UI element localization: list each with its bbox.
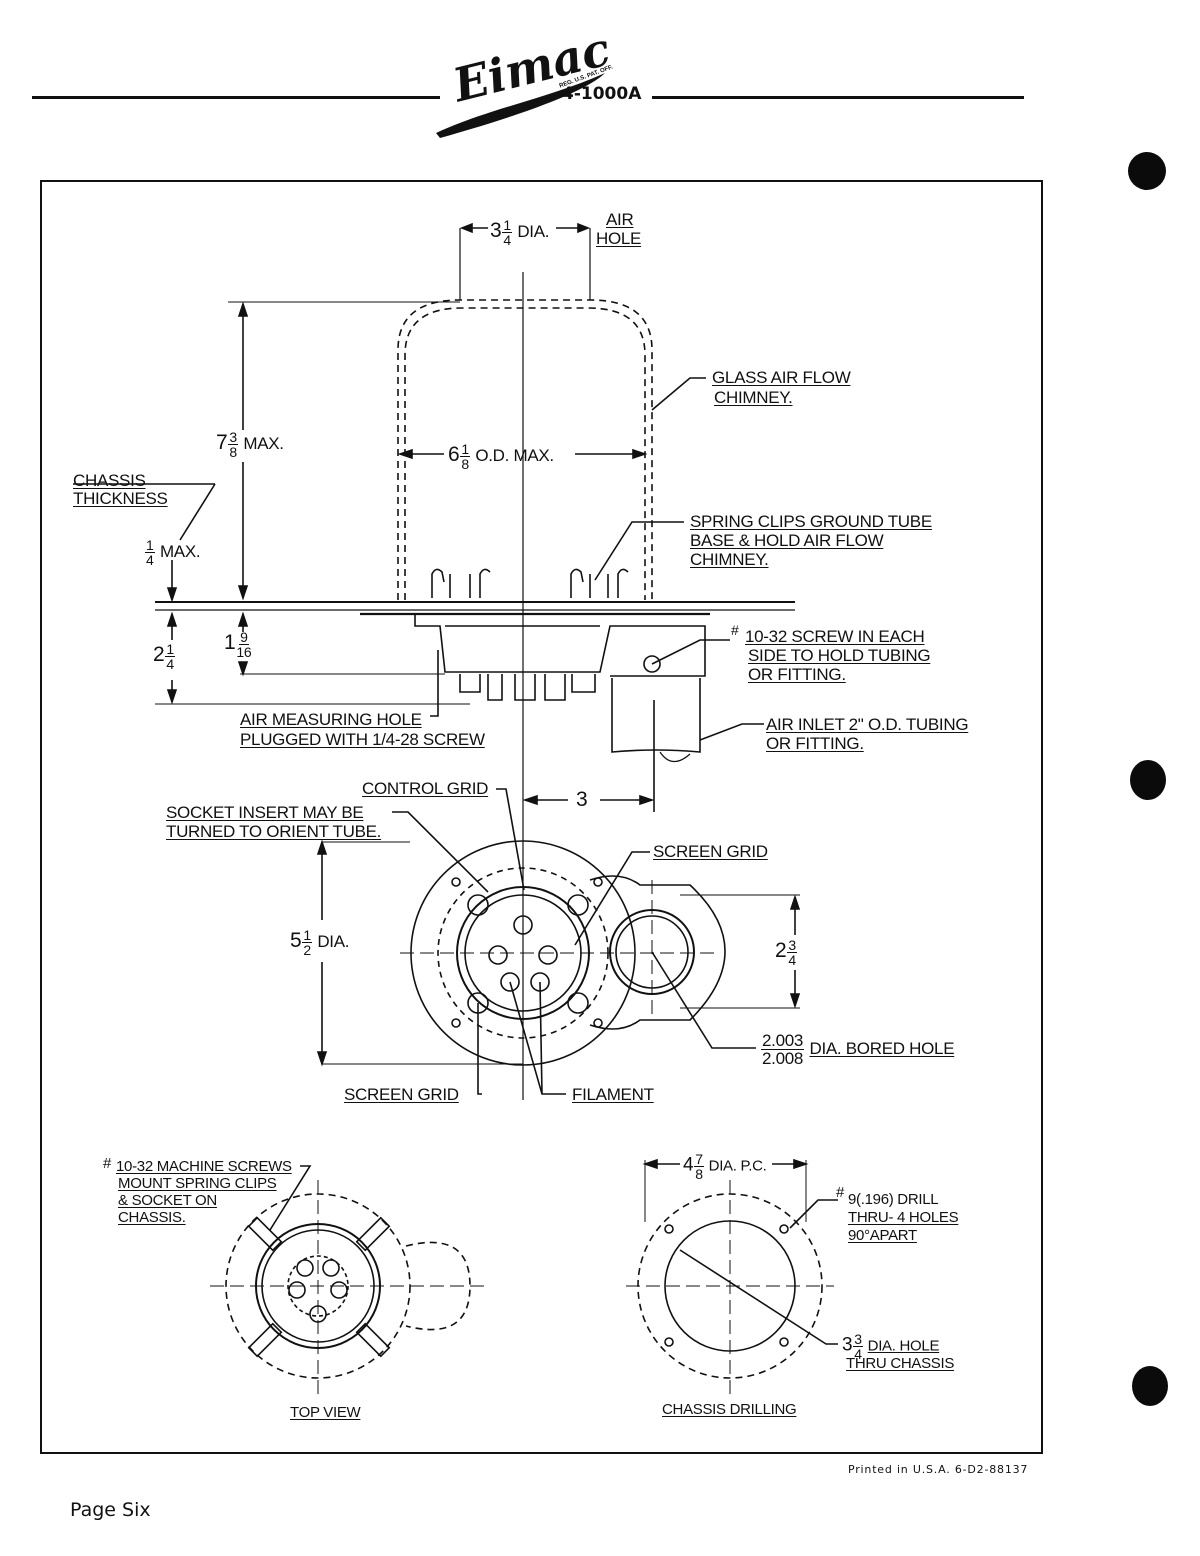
chassis-drilling-caption: CHASSIS DRILLING <box>662 1401 797 1418</box>
drill-label-1: 9(.196) DRILL <box>848 1191 939 1208</box>
chassis-thickness-label-1: CHASSIS <box>73 471 146 490</box>
page-number: Page Six <box>70 1499 151 1521</box>
spring-clips-label-1: SPRING CLIPS GROUND TUBE <box>690 512 932 531</box>
socket-insert-label-1: SOCKET INSERT MAY BE <box>166 803 364 822</box>
air-measuring-label-2: PLUGGED WITH 1/4-28 SCREW <box>240 730 485 749</box>
machine-screws-mark: # <box>103 1155 112 1172</box>
eimac-logo: Eimac REG. U.S. PAT. OFF. 4-1000A <box>430 22 660 138</box>
air-measuring-label-1: AIR MEASURING HOLE <box>240 710 422 729</box>
screen-grid-bottom-label: SCREEN GRID <box>344 1085 459 1104</box>
drawing-frame <box>40 180 1043 1454</box>
machine-screws-label-4: CHASSIS. <box>118 1209 186 1226</box>
eimac-logo-swash <box>436 73 605 138</box>
air-hole-label-2: HOLE <box>596 229 642 248</box>
glass-chimney-label-2: CHIMNEY. <box>714 388 793 407</box>
header-rule-right <box>652 96 1024 99</box>
screw-note-label-1: 10-32 SCREW IN EACH <box>745 627 925 646</box>
dim-3-label: 3 <box>576 788 588 811</box>
top-view-caption: TOP VIEW <box>290 1404 361 1421</box>
air-inlet-label-1: AIR INLET 2" O.D. TUBING <box>766 715 969 734</box>
screw-note-mark: # <box>731 622 739 638</box>
control-grid-label: CONTROL GRID <box>362 779 489 798</box>
air-hole-label-1: AIR <box>606 210 634 229</box>
chassis-thickness-label-2: THICKNESS <box>73 489 168 508</box>
screw-note-label-2: SIDE TO HOLD TUBING <box>748 646 931 665</box>
machine-screws-label-3: & SOCKET ON <box>118 1192 217 1209</box>
binder-hole-top <box>1128 152 1166 190</box>
binder-hole-middle <box>1130 760 1166 800</box>
socket-insert-label-2: TURNED TO ORIENT TUBE. <box>166 822 382 841</box>
machine-screws-label-2: MOUNT SPRING CLIPS <box>118 1175 277 1192</box>
drill-label-2: THRU- 4 HOLES <box>848 1209 959 1226</box>
spring-clips-label-3: CHIMNEY. <box>690 550 769 569</box>
drill-label-3: 90°APART <box>848 1227 917 1244</box>
air-inlet-label-2: OR FITTING. <box>766 734 864 753</box>
filament-label: FILAMENT <box>572 1085 654 1104</box>
hole-label-2: THRU CHASSIS <box>846 1355 955 1372</box>
model-number: 4-1000A <box>562 84 642 104</box>
glass-chimney-label-1: GLASS AIR FLOW <box>712 368 851 387</box>
spring-clips-label-2: BASE & HOLD AIR FLOW <box>690 531 884 550</box>
machine-screws-label-1: 10-32 MACHINE SCREWS <box>116 1158 292 1175</box>
binder-hole-bottom <box>1132 1366 1168 1406</box>
print-code: Printed in U.S.A. 6-D2-88137 <box>848 1463 1029 1476</box>
screw-note-label-3: OR FITTING. <box>748 665 846 684</box>
screen-grid-top-label: SCREEN GRID <box>653 842 768 861</box>
header-rule-left <box>32 96 440 99</box>
drill-mark: # <box>836 1184 845 1201</box>
